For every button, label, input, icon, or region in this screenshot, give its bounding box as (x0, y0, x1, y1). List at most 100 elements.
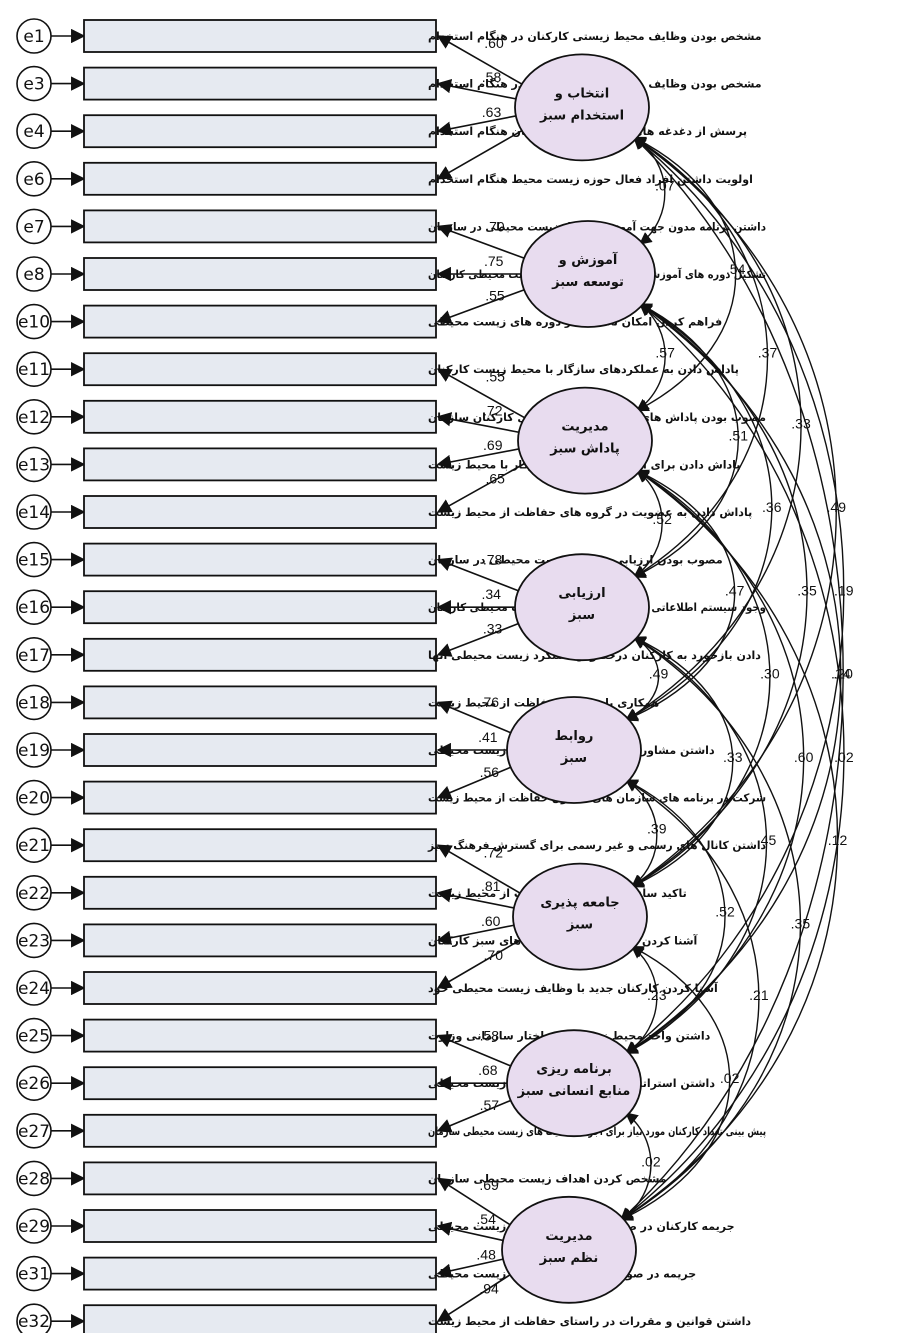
covariance-arc (624, 779, 726, 1054)
loading-value: .60 (481, 913, 501, 929)
covariance-value: .35 (791, 916, 811, 932)
error-label: e28 (18, 1169, 50, 1189)
loading-arrow (436, 766, 511, 800)
indicator-box (83, 161, 437, 196)
covariance-value: .52 (652, 511, 672, 527)
error-label: e12 (18, 408, 50, 428)
loading-value: .70 (485, 219, 505, 235)
error-term (16, 256, 52, 292)
error-label: e17 (18, 646, 50, 666)
loading-arrow (436, 700, 511, 734)
loading-value: .41 (478, 729, 498, 745)
error-term (16, 494, 52, 530)
error-term (16, 113, 52, 149)
covariance-value: .12 (828, 832, 848, 848)
indicator-box (83, 66, 437, 101)
factor-label: جامعه پذیری (540, 896, 619, 911)
factor-label: ارزیابی (558, 586, 605, 601)
indicator-box (83, 590, 437, 625)
loading-value: .65 (485, 471, 505, 487)
error-label: e29 (18, 1217, 50, 1237)
loading-arrow (436, 129, 523, 180)
indicator-label: آشنا کردن کارکنان جدید با وظایف زیست محی… (428, 981, 718, 995)
covariance-value: .49 (827, 499, 847, 515)
covariance-value: .37 (758, 344, 778, 360)
error-term (16, 351, 52, 388)
indicator-box (83, 637, 437, 672)
indicator-box (83, 542, 437, 577)
loading-value: .56 (480, 764, 500, 780)
factor-label: روابط (555, 729, 594, 744)
error-term (16, 1303, 52, 1333)
latent-factor (514, 553, 650, 662)
loading-arrow (436, 844, 521, 894)
covariance-value: .36 (762, 499, 782, 515)
factor-label: استخدام سبز (539, 108, 624, 123)
indicator-label: مشخص کردن اهداف زیست محیطی سازمان (428, 1172, 667, 1185)
loading-arrow (436, 368, 525, 419)
error-label: e21 (18, 836, 50, 856)
covariance-value: .52 (715, 904, 735, 920)
loading-arrow (436, 35, 523, 85)
loading-arrow (436, 462, 525, 513)
factor-label: سبز (566, 918, 593, 933)
error-term (16, 732, 52, 768)
loading-arrow (436, 622, 519, 657)
error-label: e16 (18, 598, 50, 618)
covariance-value: .07 (655, 178, 675, 194)
error-label: e26 (18, 1074, 50, 1094)
error-label: e13 (18, 455, 50, 475)
loading-value: .55 (485, 287, 505, 303)
error-term (16, 779, 52, 816)
loading-arrow (436, 1221, 504, 1242)
loading-value: .78 (483, 552, 503, 568)
error-term (16, 65, 52, 102)
loading-arrow (436, 289, 525, 324)
indicator-box (83, 1256, 437, 1291)
loading-value: .76 (480, 694, 500, 710)
indicator-label: داشتن قوانین و مقررات در راستای حفاظت از… (428, 1315, 751, 1328)
loading-arrow (436, 115, 517, 136)
loading-value: .55 (485, 369, 505, 385)
error-label: e15 (18, 551, 50, 571)
factor-label: سبز (560, 751, 587, 766)
error-term (16, 684, 52, 721)
loading-value: .58 (482, 69, 502, 85)
latent-factor (501, 1195, 637, 1304)
indicator-box (83, 923, 437, 958)
covariance-value: .51 (729, 428, 749, 444)
error-label: e20 (18, 789, 50, 809)
covariance-value: .02 (720, 1070, 740, 1086)
error-label: e6 (23, 170, 44, 190)
factor-label: نظم سبز (539, 1251, 598, 1266)
factor-label: سبز (568, 608, 595, 623)
error-label: e27 (18, 1122, 50, 1142)
indicator-box (83, 114, 437, 149)
indicator-box (83, 828, 437, 863)
covariance-arc (630, 469, 771, 888)
latent-factor (517, 386, 653, 495)
loading-arrow (436, 888, 515, 909)
loading-value: .69 (483, 437, 503, 453)
error-label: e10 (18, 313, 50, 333)
error-term (16, 1255, 52, 1292)
loading-arrow (436, 939, 521, 989)
error-term (16, 208, 52, 245)
indicator-box (83, 352, 437, 387)
error-label: e18 (18, 693, 50, 713)
error-label: e14 (18, 503, 50, 523)
loading-arrow (436, 1258, 504, 1278)
error-label: e4 (23, 122, 44, 142)
indicator-box (83, 19, 437, 53)
loading-arrow (436, 412, 519, 434)
error-term (16, 827, 52, 864)
indicator-box (83, 685, 437, 720)
latent-factor (506, 1029, 642, 1138)
covariance-layer: .07.54.37.33.49.19.20.57.51.36.35.14.02.… (619, 136, 854, 1221)
indicator-box (83, 1113, 437, 1148)
indicator-box (83, 399, 437, 434)
error-term (16, 970, 52, 1006)
indicator-box (83, 304, 437, 339)
indicator-box (83, 1304, 437, 1333)
